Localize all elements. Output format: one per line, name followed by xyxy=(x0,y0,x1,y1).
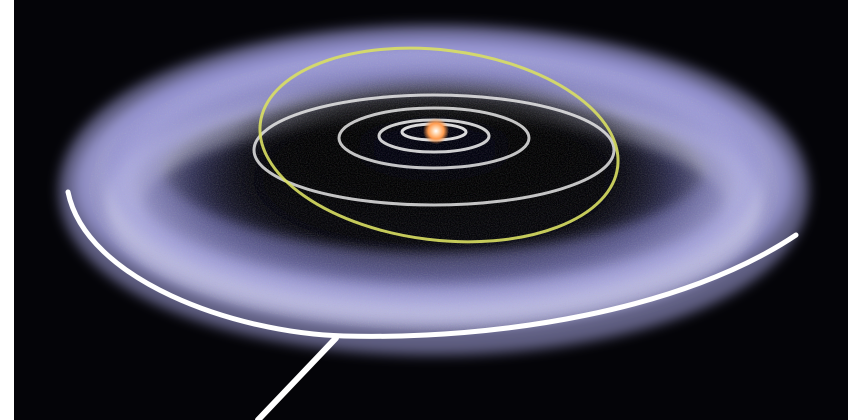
belt-texture xyxy=(89,50,779,330)
pointer-line-icon xyxy=(255,335,339,420)
belt-illustration xyxy=(59,25,809,420)
inclined-orbit xyxy=(258,46,620,244)
sun-icon xyxy=(423,118,449,144)
space-background xyxy=(14,0,848,420)
outer-boundary-line xyxy=(65,189,799,339)
